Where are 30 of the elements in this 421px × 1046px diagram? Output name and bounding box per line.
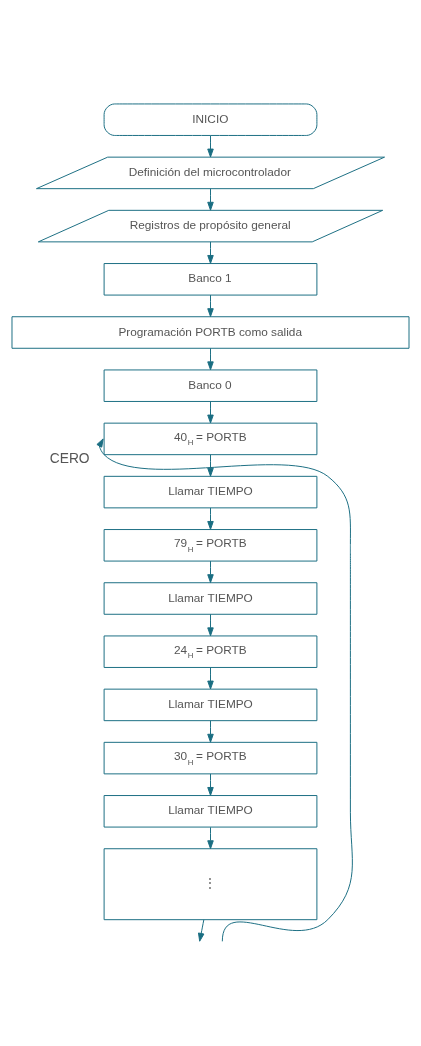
arrow	[207, 401, 214, 424]
node-box: Llamar TIEMPO	[103, 475, 318, 509]
node-box: INICIO	[103, 103, 318, 136]
arrow	[207, 454, 214, 477]
node-box: ⋮	[103, 848, 318, 921]
node-box: 24$_{H}$ = PORTB	[103, 635, 318, 668]
arrow	[207, 826, 214, 850]
arrow	[197, 919, 205, 942]
arrow	[207, 773, 214, 796]
arrow	[207, 667, 214, 690]
arrow	[207, 188, 214, 211]
node-box: Banco 1	[103, 263, 318, 296]
node-box: 79$_{H}$ = PORTB	[103, 529, 318, 562]
arrow	[207, 720, 214, 743]
arrow	[207, 241, 214, 264]
edge-label: CERO	[49, 451, 90, 467]
arrow	[207, 347, 214, 371]
node-box: Llamar TIEMPO	[103, 688, 318, 722]
node-box: Programación PORTB como salida	[11, 316, 410, 349]
arrow	[207, 135, 214, 158]
node-box: 30$_{H}$ = PORTB	[103, 741, 318, 775]
arrow	[207, 560, 214, 584]
node-box: 40$_{H}$ = PORTB	[103, 422, 318, 456]
node-box: Banco 0	[103, 369, 318, 402]
arrow	[207, 613, 214, 637]
arrow	[96, 438, 353, 942]
arrow	[207, 294, 214, 318]
arrow	[207, 507, 214, 530]
node-box: Llamar TIEMPO	[103, 582, 318, 615]
node-box: Llamar TIEMPO	[103, 795, 318, 828]
